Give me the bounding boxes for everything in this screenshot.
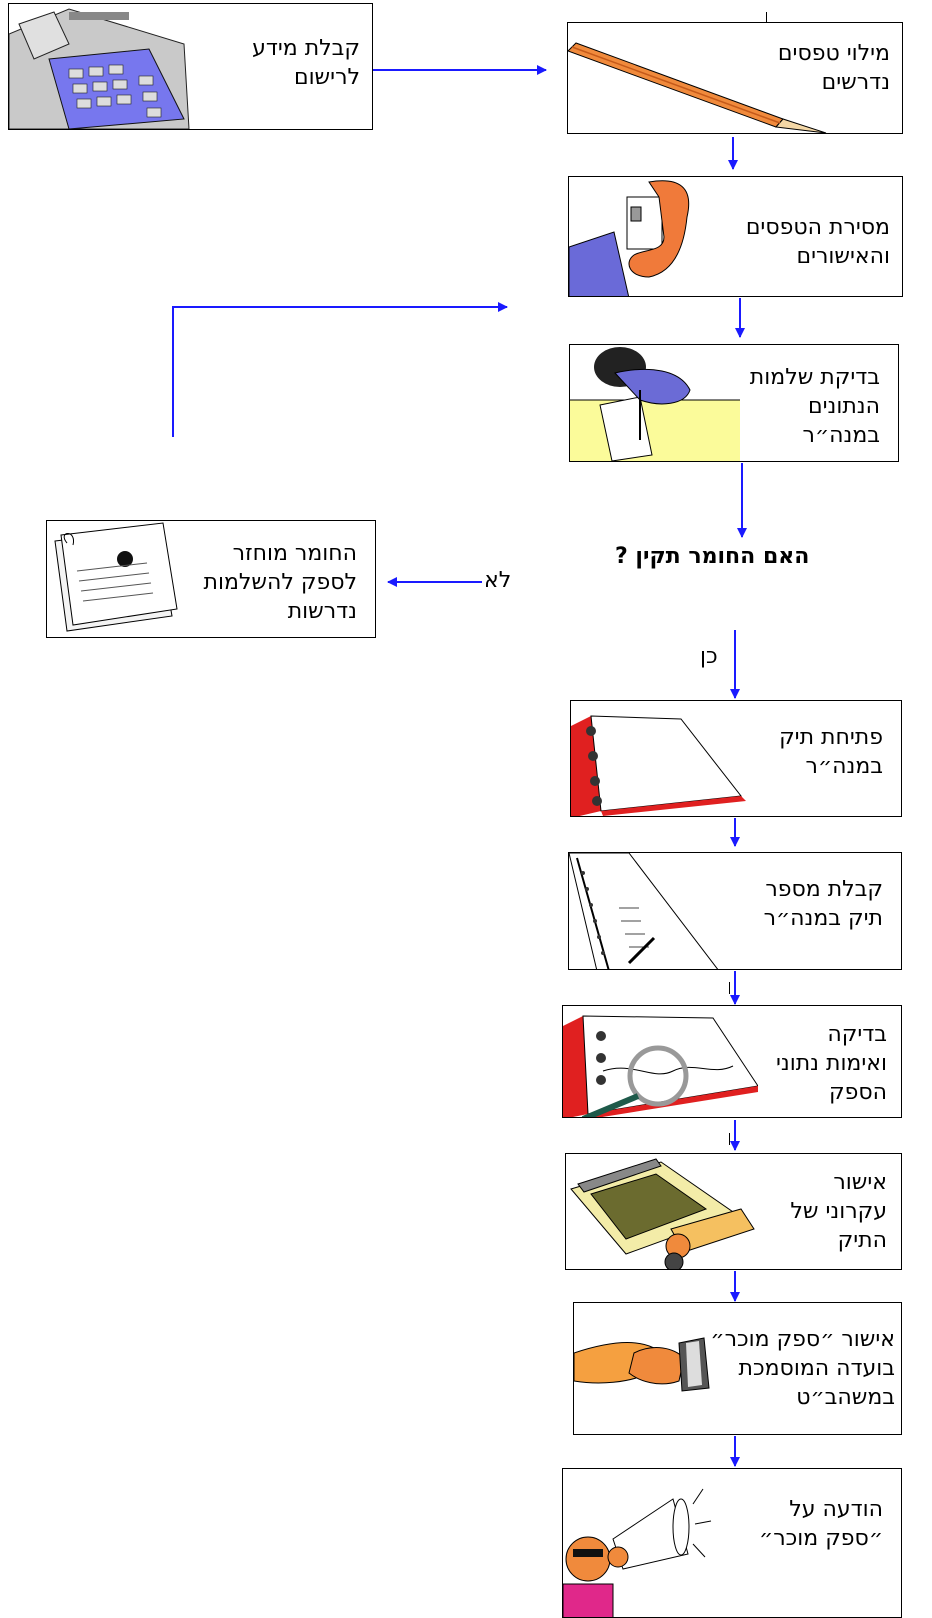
step-label: החומר מוחזר לספק להשלמות נדרשות bbox=[203, 541, 357, 624]
stamp-icon bbox=[570, 1158, 755, 1269]
step-initial-approval: אישור עקרוני של התיק bbox=[565, 1153, 902, 1270]
tick-mark bbox=[729, 982, 730, 994]
step-check-data: בדיקת שלמות הנתונים במנה״ר bbox=[569, 344, 899, 462]
step-label: הודעה על ״ספק מוכר״ bbox=[759, 1497, 883, 1551]
step-fill-forms: מילוי טפסים נדרשים bbox=[567, 22, 903, 134]
step-label: אישור ״ספק מוכר״ בועדה המוסמכת במשהב״ט bbox=[710, 1327, 895, 1410]
step-file-number: קבלת מספר תיק במנה״ר bbox=[568, 852, 902, 970]
handshake-icon bbox=[574, 1337, 710, 1392]
binder-icon bbox=[571, 715, 746, 816]
step-verify: בדיקה ואימות נתוני הספק bbox=[562, 1005, 902, 1118]
phone-fax-icon bbox=[9, 8, 190, 129]
magnifier-binder-icon bbox=[563, 1015, 758, 1117]
step-label: אישור עקרוני של התיק bbox=[790, 1170, 887, 1253]
step-committee: אישור ״ספק מוכר״ בועדה המוסמכת במשהב״ט bbox=[573, 1302, 902, 1435]
step-label: פתיחת תיק במנה״ר bbox=[779, 725, 883, 779]
decision-no-label: לא bbox=[484, 568, 512, 593]
pencil-icon bbox=[568, 42, 827, 133]
step-label: קבלת מידע לרישום bbox=[252, 36, 360, 90]
step-submit-forms: מסירת הטפסים והאישורים bbox=[568, 176, 903, 297]
step-returned: החומר מוחזר לספק להשלמות נדרשות bbox=[46, 520, 376, 638]
step-open-file: פתיחת תיק במנה״ר bbox=[570, 700, 902, 817]
step-label: מסירת הטפסים והאישורים bbox=[745, 215, 890, 269]
document-icon bbox=[54, 522, 178, 632]
step-label: קבלת מספר תיק במנה״ר bbox=[763, 877, 883, 931]
step-notice: הודעה על ״ספק מוכר״ bbox=[562, 1468, 902, 1618]
step-receive-info: קבלת מידע לרישום bbox=[8, 3, 373, 130]
step-label: בדיקת שלמות הנתונים במנה״ר bbox=[749, 365, 880, 448]
tick-mark bbox=[766, 12, 767, 24]
person-desk-icon bbox=[570, 347, 740, 461]
step-label: מילוי טפסים נדרשים bbox=[777, 41, 890, 95]
megaphone-icon bbox=[563, 1488, 712, 1617]
hand-document-icon bbox=[569, 180, 690, 296]
decision-yes-label: כן bbox=[700, 644, 718, 669]
notebook-icon bbox=[569, 853, 719, 969]
decision-question: האם החומר תקין ? bbox=[615, 544, 810, 569]
tick-mark bbox=[729, 1133, 730, 1145]
arrow-loop-back bbox=[172, 302, 508, 437]
step-label: בדיקה ואימות נתוני הספק bbox=[776, 1022, 887, 1105]
